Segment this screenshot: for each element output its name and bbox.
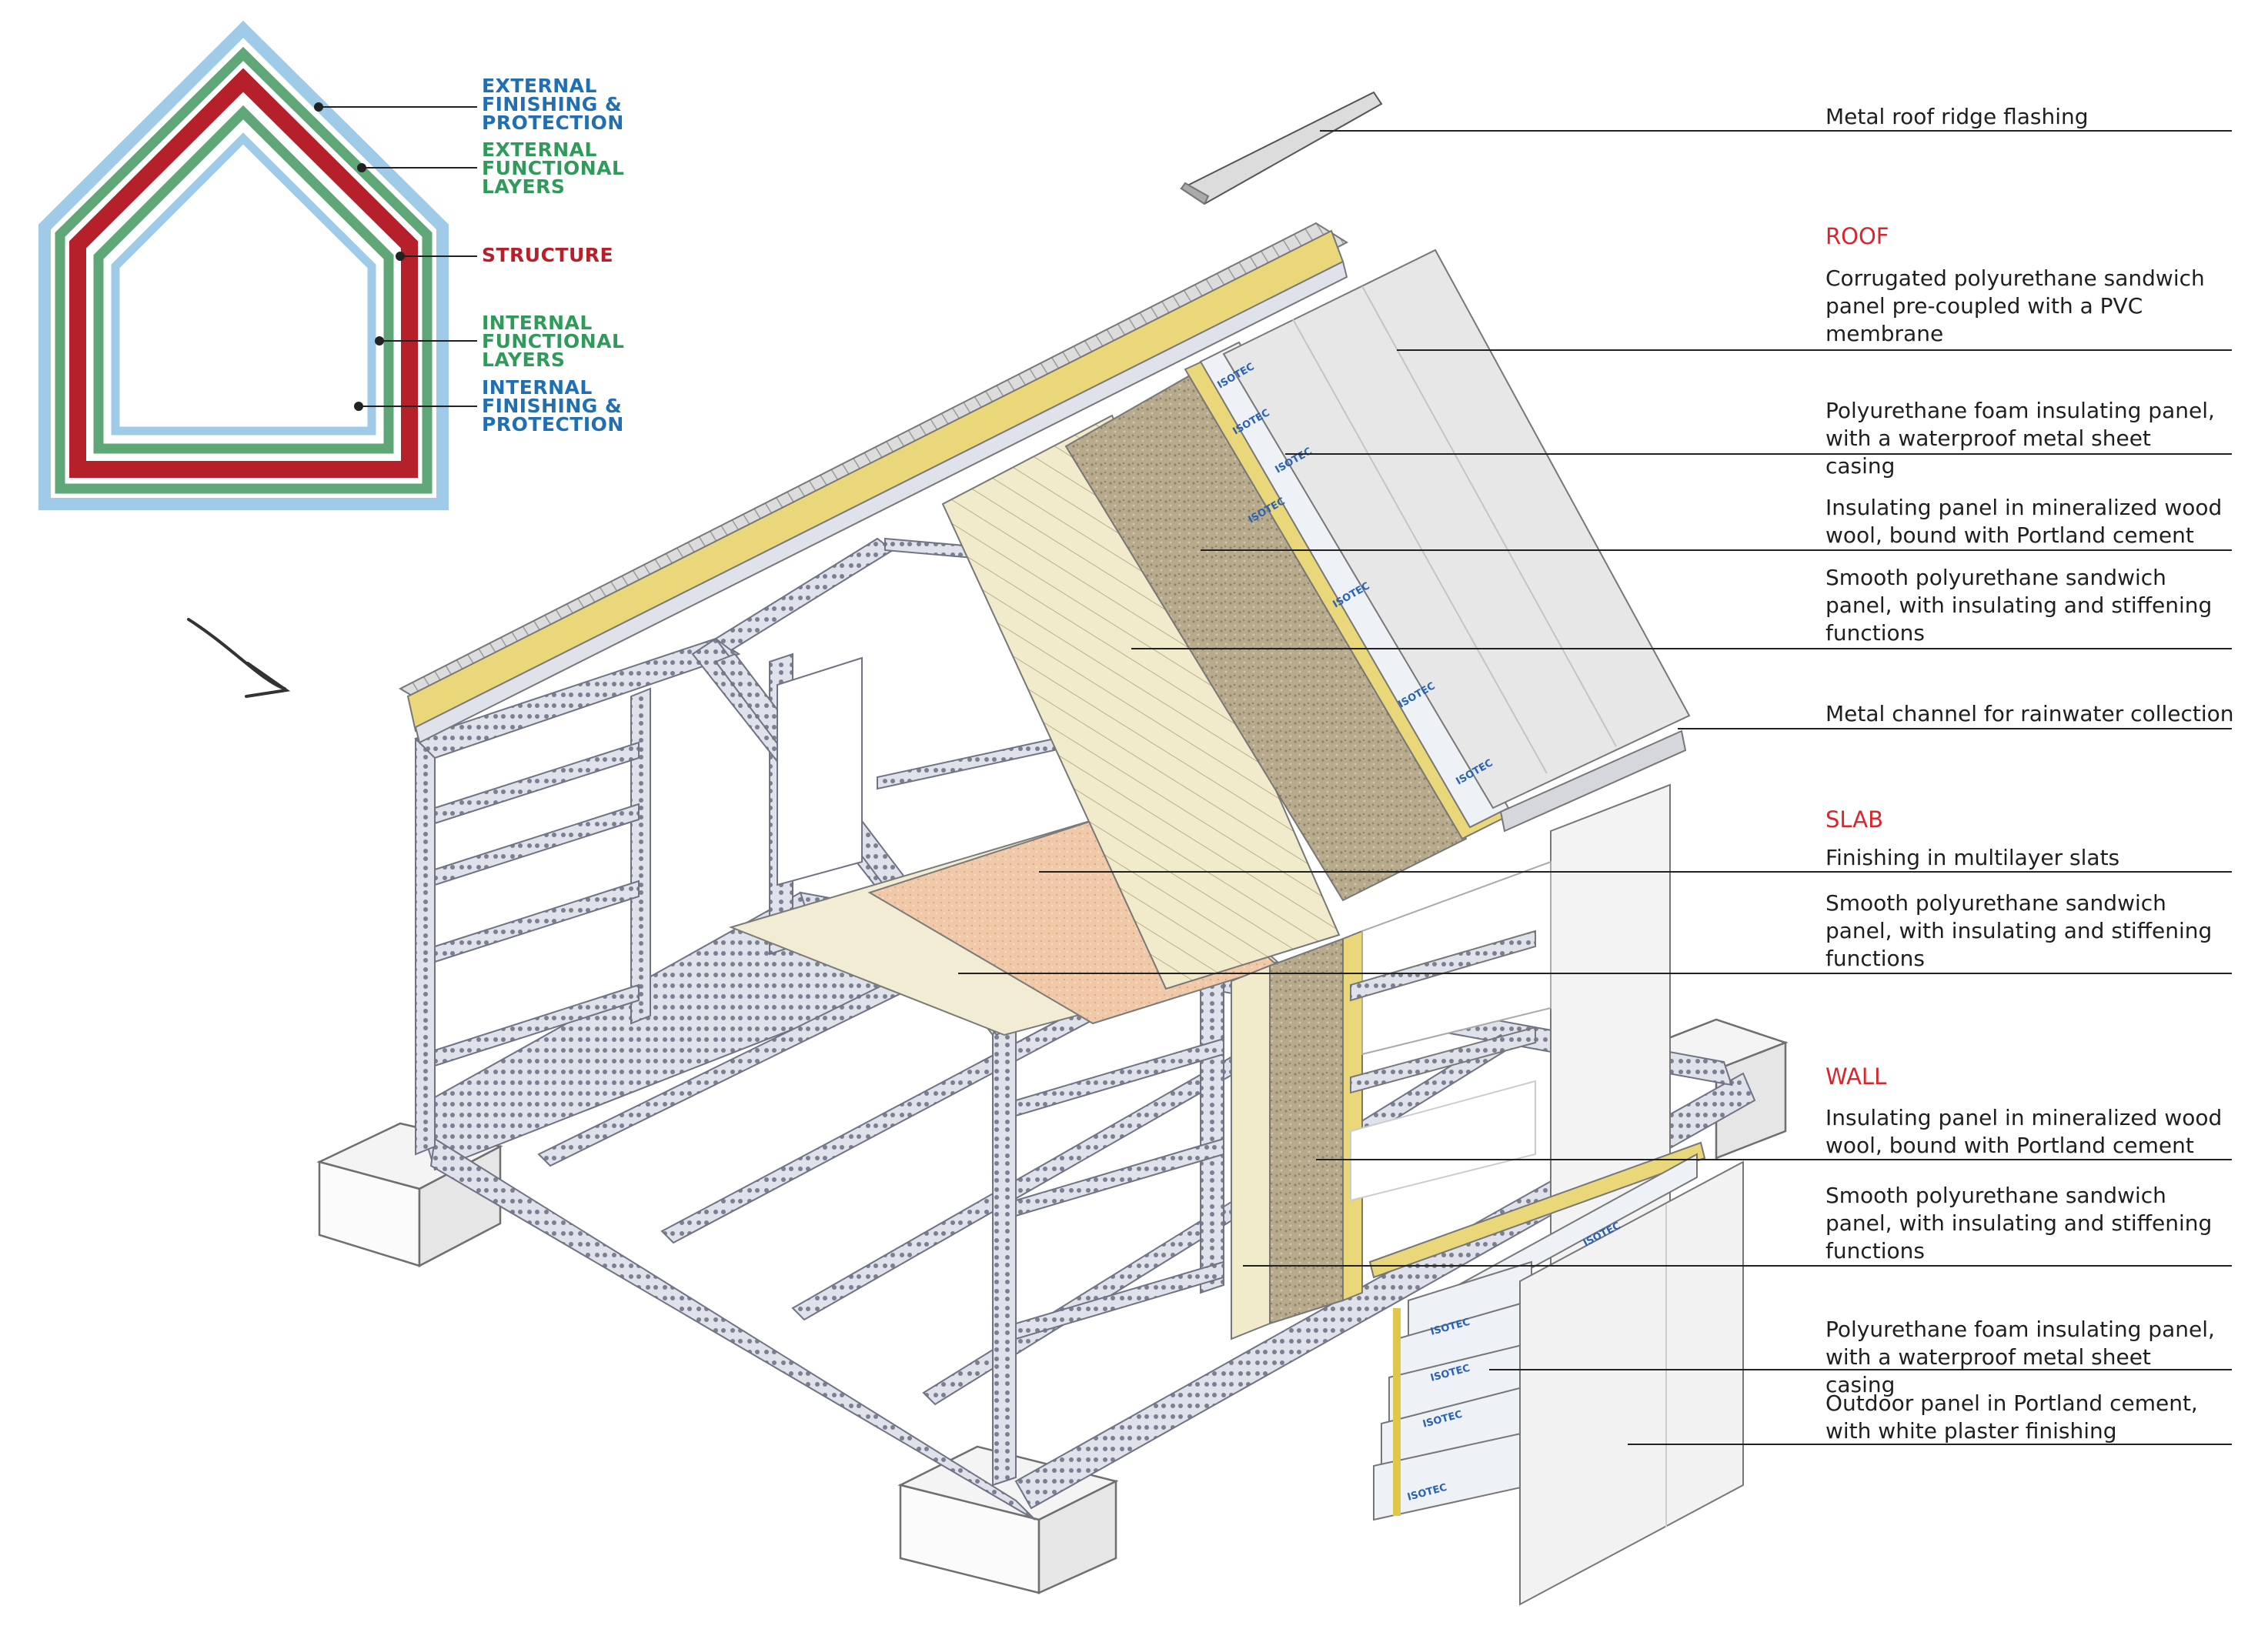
callout-slab-finishing: Finishing in multilayer slats bbox=[1825, 845, 2120, 870]
wall-sandwich-panel bbox=[1231, 964, 1271, 1340]
roof-layers bbox=[398, 91, 1691, 990]
structure-ring bbox=[69, 68, 418, 478]
callout-rain-channel: Metal channel for rainwater collection bbox=[1825, 701, 2234, 726]
legend-external-finishing: EXTERNAL FINISHING & PROTECTION bbox=[482, 75, 624, 134]
callout-wall-sandwich: Smooth polyurethane sandwich panel, with… bbox=[1825, 1183, 2213, 1263]
callout-ridge-flashing: Metal roof ridge flashing bbox=[1825, 104, 2089, 129]
concrete-footings bbox=[316, 1018, 1789, 1594]
wall-outdoor-cement-panel bbox=[1519, 1160, 1744, 1606]
roof-wood-wool-panel bbox=[1064, 368, 1468, 902]
callout-wall-polyurethane: Polyurethane foam insulating panel, with… bbox=[1825, 1317, 2215, 1397]
ridge-flashing bbox=[1180, 91, 1383, 205]
rain-channel bbox=[1499, 729, 1687, 833]
callout-wall-wood-wool: Insulating panel in mineralized wood woo… bbox=[1825, 1105, 2223, 1158]
layer-legend-icon bbox=[38, 20, 477, 510]
heading-roof: ROOF bbox=[1825, 223, 1889, 249]
direction-arrow-icon bbox=[187, 618, 291, 698]
callout-slab-sandwich: Smooth polyurethane sandwich panel, with… bbox=[1825, 890, 2213, 971]
internal-finishing-ring bbox=[111, 132, 376, 436]
external-functional-ring bbox=[55, 46, 433, 494]
callout-roof-polyurethane: Polyurethane foam insulating panel, with… bbox=[1825, 398, 2215, 479]
heading-slab: SLAB bbox=[1825, 806, 1883, 833]
external-finishing-ring bbox=[38, 20, 449, 510]
heading-wall: WALL bbox=[1825, 1063, 1887, 1090]
callout-roof-corrugated: Corrugated polyurethane sandwich panel p… bbox=[1825, 265, 2205, 346]
wall-isotec-panel bbox=[1368, 1141, 1706, 1279]
callout-roof-wood-wool: Insulating panel in mineralized wood woo… bbox=[1825, 495, 2223, 548]
legend-internal-finishing: INTERNAL FINISHING & PROTECTION bbox=[482, 376, 624, 436]
wall-layers bbox=[1231, 783, 1744, 1606]
callout-wall-outdoor-panel: Outdoor panel in Portland cement, with w… bbox=[1825, 1390, 2198, 1444]
legend-external-functional: EXTERNAL FUNCTIONAL LAYERS bbox=[482, 139, 625, 198]
internal-functional-ring bbox=[93, 105, 394, 454]
legend-internal-functional: INTERNAL FUNCTIONAL LAYERS bbox=[482, 312, 625, 371]
leader-lines bbox=[958, 130, 2232, 1445]
legend-structure: STRUCTURE bbox=[482, 244, 614, 266]
roof-sandwich-panel bbox=[941, 414, 1341, 990]
callout-roof-sandwich: Smooth polyurethane sandwich panel, with… bbox=[1825, 565, 2213, 646]
